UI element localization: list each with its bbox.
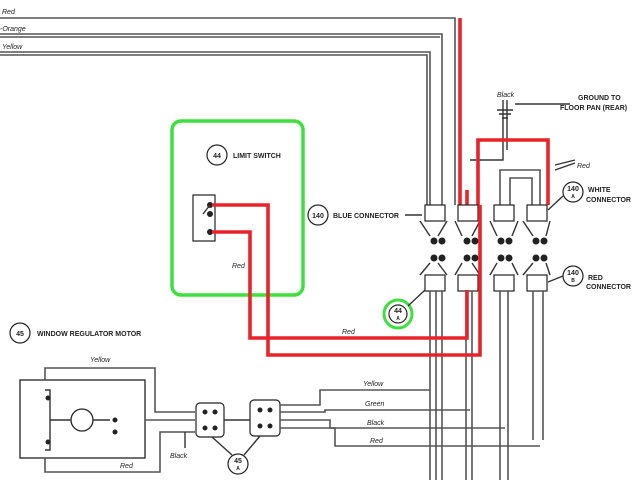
- blue-connector-id: 140: [312, 213, 324, 220]
- motor-yellow-label: Yellow: [90, 357, 111, 364]
- top-wire-red-label: Red: [2, 9, 16, 16]
- motor-label: WINDOW REGULATOR MOTOR: [37, 331, 141, 338]
- motor-yellow-wire: [44, 367, 195, 413]
- ground-wire-label: Black: [497, 92, 515, 99]
- down-wires-1: [429, 291, 443, 480]
- bottom-wire-red: [280, 427, 540, 447]
- bottom-red-label: Red: [370, 438, 384, 445]
- callout-44a: 44 A: [382, 289, 426, 330]
- right-red-leader: [554, 159, 576, 171]
- white-connector-label-1: WHITE: [588, 187, 611, 194]
- motor-frame: [19, 379, 146, 459]
- svg-text:140: 140: [567, 270, 579, 277]
- right-wire-a: [499, 169, 541, 205]
- plug-left: [195, 402, 225, 438]
- top-wire-yellow: [0, 51, 431, 205]
- blue-connector-callout: 140 BLUE CONNECTOR: [307, 204, 422, 226]
- top-wire-yellow-2: [0, 54, 428, 205]
- top-wire-orange: [0, 33, 443, 205]
- svg-text:45: 45: [234, 458, 242, 465]
- limit-switch-id: 44: [213, 153, 221, 160]
- red-connector-label-2: CONNECTOR: [586, 284, 631, 291]
- svg-text:A: A: [236, 466, 240, 472]
- white-connector-callout: 140 A WHITE CONNECTOR: [547, 181, 631, 211]
- svg-text:A: A: [396, 316, 400, 322]
- bottom-wire-green: [280, 409, 470, 413]
- bottom-black-label: Black: [367, 420, 385, 427]
- white-connector-label-2: CONNECTOR: [586, 197, 631, 204]
- bottom-wire-group: Yellow Green Black Red: [280, 381, 540, 447]
- ground-label-1: GROUND TO: [578, 95, 621, 102]
- connector-bot-3: [493, 274, 515, 292]
- mid-red-label: Red: [342, 329, 356, 336]
- connector-top-3: [493, 204, 515, 222]
- ground-wire: [470, 100, 504, 161]
- limit-switch-highlight: [170, 119, 305, 297]
- plug-45a: 45 A Black: [170, 399, 281, 475]
- top-wire-group: Red -Orange Yellow: [0, 9, 456, 205]
- svg-text:B: B: [571, 278, 575, 284]
- red-connector-callout: 140 B RED CONNECTOR: [547, 265, 631, 291]
- ground-group: Black GROUND TO FLOOR PAN (REAR): [470, 92, 627, 161]
- plug-black-label: Black: [170, 453, 188, 460]
- connector-bot-1: [424, 274, 446, 292]
- ground-label-2: FLOOR PAN (REAR): [560, 105, 627, 112]
- blue-connector-label: BLUE CONNECTOR: [333, 213, 399, 220]
- motor-id: 45: [16, 331, 24, 338]
- connector-bot-2: [457, 274, 479, 292]
- plug-right: [249, 399, 281, 437]
- bottom-yellow-label: Yellow: [363, 381, 384, 388]
- down-wires-3: [499, 291, 509, 480]
- connector-bot-4: [526, 274, 548, 292]
- limit-switch: 44 LIMIT SWITCH Red: [192, 144, 281, 270]
- ground-symbol-icon: [497, 109, 513, 119]
- motor-red-wire: [44, 431, 195, 473]
- bottom-green-label: Green: [365, 401, 385, 408]
- bottom-wire-black: [280, 419, 505, 429]
- connector-top-1: [424, 204, 446, 222]
- connector-block: [419, 204, 551, 292]
- connector-top-2: [457, 204, 479, 222]
- connector-top-4: [526, 204, 548, 222]
- svg-text:140: 140: [567, 186, 579, 193]
- bottom-wire-yellow: [280, 389, 430, 406]
- limit-switch-label: LIMIT SWITCH: [233, 153, 281, 160]
- motor-group: 45 WINDOW REGULATOR MOTOR Yellow Red: [9, 322, 195, 473]
- limit-red-wire-1: [212, 203, 482, 357]
- right-red-label: Red: [577, 163, 591, 170]
- red-connector-label-1: RED: [588, 275, 603, 282]
- motor-icon: [70, 408, 94, 432]
- limit-red-wire-2: [212, 230, 469, 340]
- svg-text:A: A: [571, 194, 575, 200]
- top-wire-orange-label: -Orange: [0, 26, 26, 33]
- down-wires-4: [532, 291, 544, 440]
- right-red-loop: [476, 138, 550, 205]
- top-wire-yellow-label: Yellow: [2, 44, 23, 51]
- limit-switch-red-label: Red: [232, 263, 246, 270]
- right-wire-b: [509, 177, 533, 205]
- top-wire-red: [0, 17, 456, 205]
- motor-red-label: Red: [120, 463, 134, 470]
- svg-text:44: 44: [394, 308, 402, 315]
